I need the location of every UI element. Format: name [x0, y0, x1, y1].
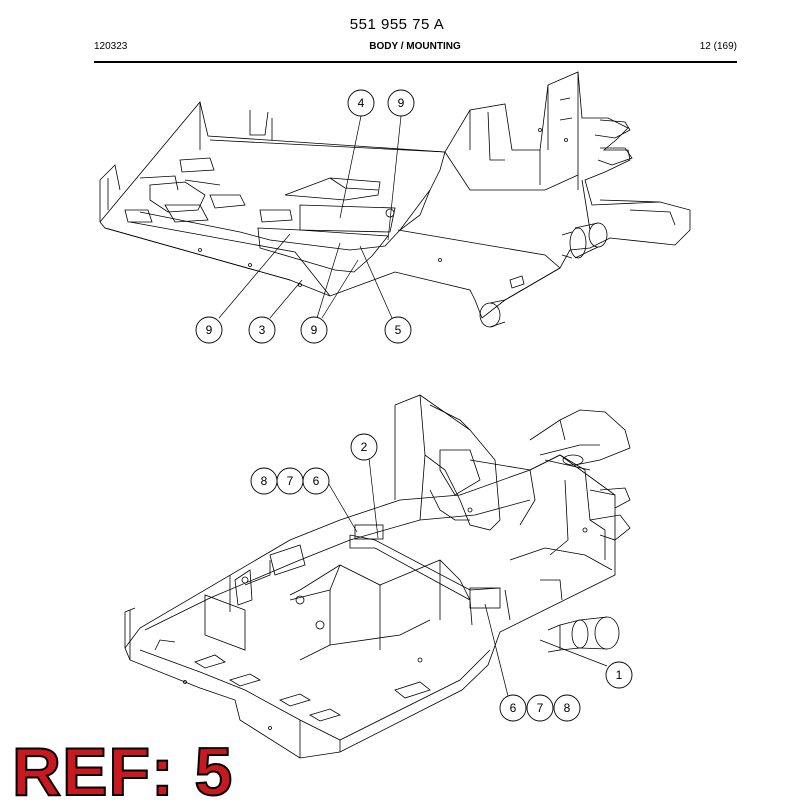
top-body-drawing	[99, 71, 691, 328]
callout-top-9-a	[387, 89, 415, 117]
callout-top-9-b	[195, 316, 223, 344]
callout-bottom-1	[605, 661, 633, 689]
callout-top-4	[347, 89, 375, 117]
callouts-bottom	[250, 433, 633, 722]
callout-label: 7	[537, 701, 544, 715]
callout-label: 6	[510, 701, 517, 715]
callout-label: 3	[259, 323, 266, 337]
header-rule	[94, 61, 737, 63]
callout-label: 7	[287, 474, 294, 488]
callout-label: 2	[361, 440, 368, 454]
callout-label: 6	[313, 474, 320, 488]
callout-labels-bottom: 2 8 7 6 1 6 7 8	[261, 440, 623, 715]
callout-bottom-7-b	[526, 694, 554, 722]
callout-top-3	[248, 316, 276, 344]
part-number: 551 955 75 A	[349, 16, 445, 33]
callout-label: 1	[616, 668, 623, 682]
bottom-leader-lines	[326, 457, 608, 697]
section-title: BODY / MOUNTING	[369, 41, 461, 52]
callouts-top	[195, 89, 415, 344]
callout-label: 5	[395, 323, 402, 337]
callout-label: 8	[261, 474, 268, 488]
callout-labels-top: 4 9 9 3 9 5	[206, 96, 405, 337]
top-leader-lines	[218, 115, 402, 319]
document-code: 120323	[94, 41, 128, 52]
callout-bottom-6-a	[302, 467, 330, 495]
callout-label: 9	[311, 323, 318, 337]
page-number: 12 (169)	[699, 41, 737, 52]
callout-bottom-6-b	[499, 694, 527, 722]
callout-bottom-2	[350, 433, 378, 461]
ref-label: REF: 5	[11, 734, 234, 810]
callout-label: 9	[398, 96, 405, 110]
callout-bottom-8-b	[553, 694, 581, 722]
bottom-frame-drawing	[124, 394, 631, 759]
callout-label: 4	[358, 96, 365, 110]
callout-label: 8	[564, 701, 571, 715]
callout-top-9-c	[300, 316, 328, 344]
callout-label: 9	[206, 323, 213, 337]
callout-top-5	[384, 316, 412, 344]
